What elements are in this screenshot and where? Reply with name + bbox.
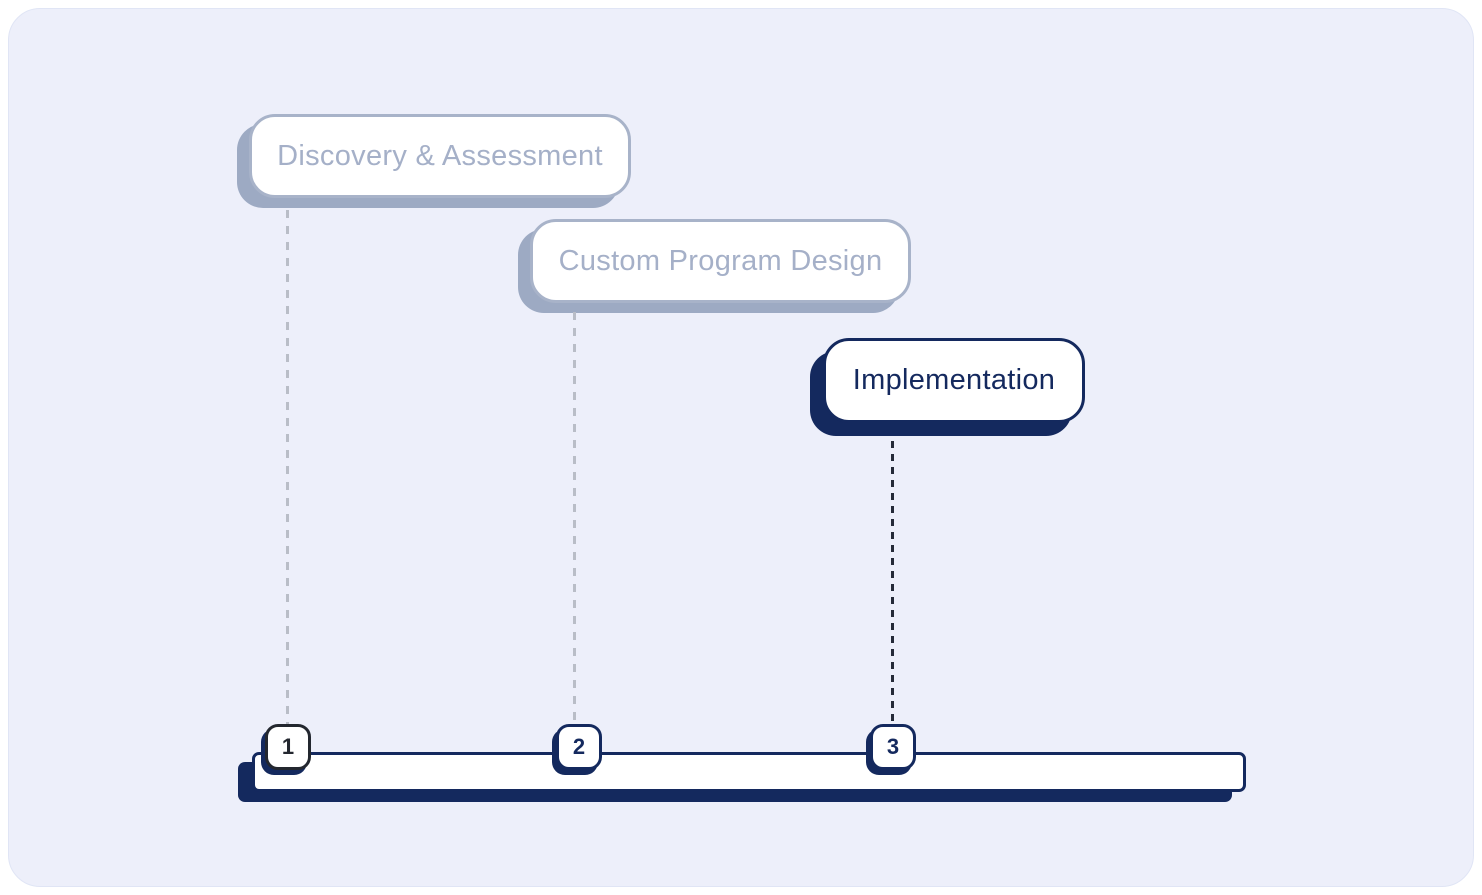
diagram-panel: Discovery & Assessment Custom Program De… [8,8,1474,887]
connector-line-step-2 [573,312,576,724]
step-card-label: Custom Program Design [558,244,883,277]
step-card-label: Discovery & Assessment [277,139,603,172]
step-marker-1[interactable]: 1 [265,724,311,770]
connector-line-step-1 [286,210,289,724]
step-card-discovery-assessment[interactable]: Discovery & Assessment [249,114,631,198]
connector-line-step-3 [891,441,894,724]
step-marker-2[interactable]: 2 [556,724,602,770]
timeline-bar [252,752,1246,792]
step-card-implementation[interactable]: Implementation [823,338,1085,423]
step-marker-number: 3 [886,734,900,759]
step-marker-number: 1 [281,734,295,759]
step-card-label: Implementation [852,364,1056,396]
step-marker-number: 2 [572,734,586,759]
step-card-custom-program-design[interactable]: Custom Program Design [530,219,911,303]
step-marker-3[interactable]: 3 [870,724,916,770]
